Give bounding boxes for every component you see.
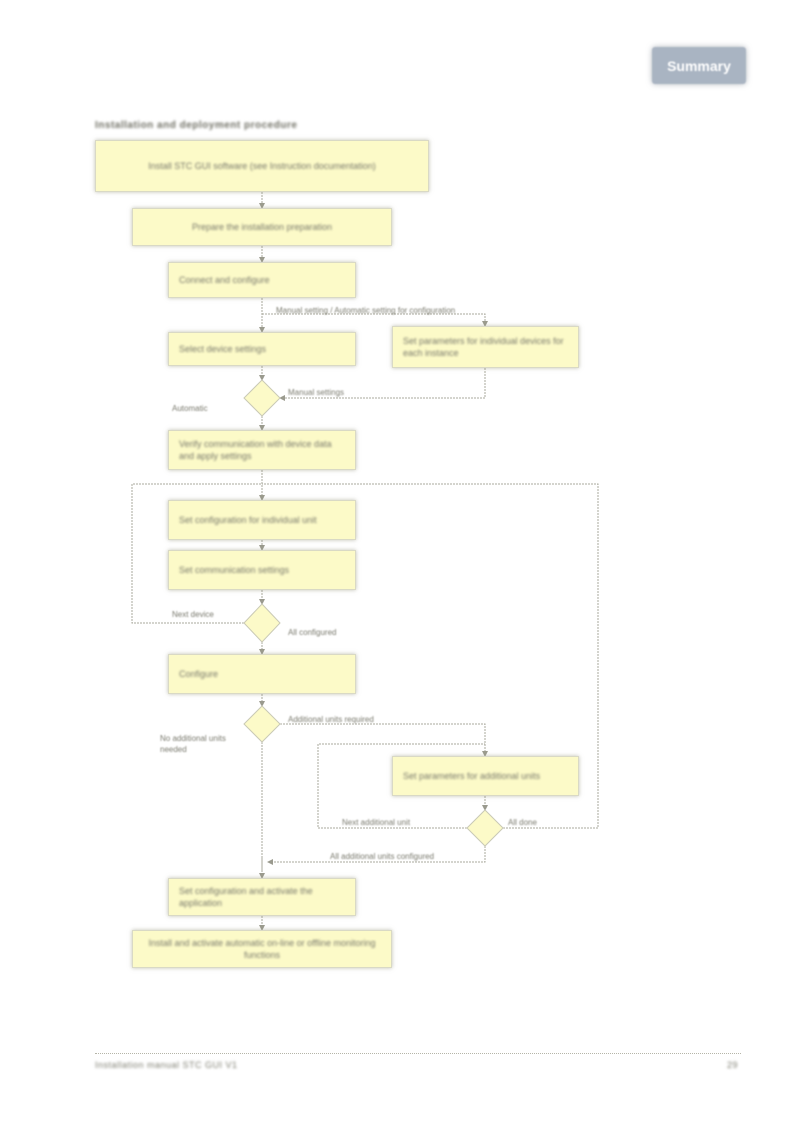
step-connect-configure: Connect and configure — [168, 262, 356, 298]
step-activate-application: Set configuration and activate the appli… — [168, 878, 356, 916]
page-number: 29 — [726, 1060, 738, 1070]
label-d1-right: Manual settings — [288, 388, 345, 397]
decision-diamond-3 — [243, 705, 281, 743]
step-set-communication: Set communication settings — [168, 550, 356, 590]
decision-diamond-1 — [243, 379, 281, 417]
footer-rule — [95, 1053, 741, 1054]
step-install-software: Install STC GUI software (see Instructio… — [95, 140, 429, 192]
step-set-configuration-unit: Set configuration for individual unit — [168, 500, 356, 540]
label-d3-right: Additional units required — [288, 715, 374, 724]
step-prepare-installation: Prepare the installation preparation — [132, 208, 392, 246]
step-select-device-settings: Select device settings — [168, 332, 356, 366]
label-d2-left: Next device — [172, 610, 214, 619]
label-split: Manual setting / Automatic setting for c… — [276, 306, 456, 315]
decision-diamond-2 — [243, 603, 281, 643]
step-additional-units: Set parameters for additional units — [392, 756, 579, 796]
section-badge: Summary — [652, 47, 746, 84]
label-d4-right: All done — [508, 818, 537, 827]
footer-text: Installation manual STC GUI V1 — [95, 1060, 238, 1070]
label-d1-left: Automatic — [172, 404, 208, 413]
step-verify-communication: Verify communication with device data an… — [168, 430, 356, 470]
step-set-parameters-individual: Set parameters for individual devices fo… — [392, 326, 579, 368]
step-monitoring-functions: Install and activate automatic on-line o… — [132, 930, 392, 968]
label-d3-left: No additional units needed — [160, 734, 226, 754]
label-bottom-merge: All additional units configured — [330, 852, 435, 861]
decision-diamond-4 — [466, 809, 504, 847]
flowchart-heading: Installation and deployment procedure — [95, 120, 298, 131]
label-d2-right: All configured — [288, 628, 337, 637]
label-d4-left: Next additional unit — [342, 818, 411, 827]
step-configure: Configure — [168, 654, 356, 694]
